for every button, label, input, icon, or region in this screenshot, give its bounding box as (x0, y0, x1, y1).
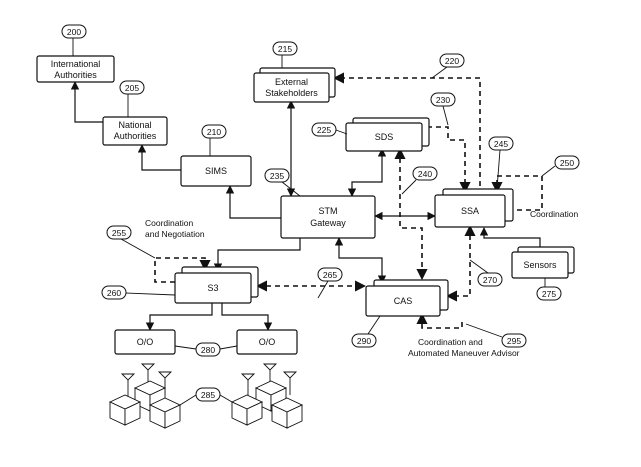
ref-205: 205 (119, 80, 145, 117)
node-label: CAS (394, 296, 413, 306)
svg-text:220: 220 (445, 56, 459, 66)
node-label: STM (319, 206, 338, 216)
svg-text:235: 235 (270, 171, 284, 181)
ref-250: 250 (541, 155, 580, 177)
node-label: Stakeholders (265, 88, 318, 98)
ref-260: 260 (101, 285, 176, 300)
node-ssa: SSA (434, 188, 514, 228)
svg-text:270: 270 (483, 275, 497, 285)
node-label: O/O (259, 337, 276, 347)
node-sims: SIMS (180, 155, 252, 187)
edge-ssa-cas (445, 224, 476, 302)
svg-text:215: 215 (278, 44, 292, 54)
svg-text:295: 295 (507, 336, 521, 346)
node-label: Sensors (523, 260, 557, 270)
satellite-group-right-icon (230, 363, 304, 429)
ref-210: 210 (201, 124, 227, 156)
node-sensors: Sensors (511, 246, 575, 279)
edge-sds-ssa (427, 126, 471, 194)
annotation-coordination-negotiation-line1: Coordination (145, 218, 193, 228)
svg-text:260: 260 (107, 288, 121, 298)
ref-240: 240 (401, 166, 438, 195)
edge-stm-sds (347, 148, 387, 197)
edge-sims-to-national (137, 144, 181, 171)
ref-235: 235 (264, 168, 301, 197)
svg-text:200: 200 (67, 27, 81, 37)
svg-text:290: 290 (357, 336, 371, 346)
node-label: National (118, 120, 151, 130)
node-cas: CAS (365, 279, 449, 317)
node-label: O/O (137, 337, 154, 347)
svg-text:280: 280 (201, 345, 215, 355)
svg-text:265: 265 (323, 270, 337, 280)
node-label: Authorities (54, 70, 97, 80)
svg-text:275: 275 (542, 289, 556, 299)
node-label: External (275, 77, 308, 87)
ref-230: 230 (430, 92, 456, 126)
edge-national-to-international (70, 81, 103, 123)
node-label: SSA (461, 206, 479, 216)
node-label: S3 (207, 283, 218, 293)
ref-270: 270 (469, 259, 503, 287)
node-national-authorities: National Authorities (102, 116, 168, 146)
svg-text:225: 225 (317, 125, 331, 135)
satellite-group-left-icon (108, 363, 182, 429)
ref-245: 245 (488, 136, 514, 190)
node-label: SDS (375, 132, 394, 142)
svg-text:250: 250 (560, 158, 574, 168)
node-label: SIMS (205, 166, 227, 176)
node-label: International (51, 59, 101, 69)
ref-215: 215 (272, 41, 298, 68)
node-s3: S3 (174, 266, 259, 304)
svg-text:210: 210 (207, 127, 221, 137)
svg-text:205: 205 (125, 83, 139, 93)
ref-275: 275 (536, 278, 562, 301)
svg-text:245: 245 (494, 139, 508, 149)
annotation-advisor-line2: Automated Maneuver Advisor (408, 348, 520, 358)
ref-295: 295 (465, 323, 527, 348)
ref-290: 290 (351, 315, 381, 348)
edge-sensors-ssa (479, 227, 541, 250)
ref-200: 200 (61, 24, 87, 56)
ref-225: 225 (311, 122, 348, 137)
edge-stm-cas (334, 237, 387, 284)
node-label: Gateway (310, 218, 346, 228)
node-external-stakeholders: External Stakeholders (253, 67, 336, 103)
svg-text:255: 255 (112, 228, 126, 238)
edge-s3-coordination-loop (154, 257, 211, 283)
ref-285: 285 (179, 387, 233, 406)
annotation-coordination: Coordination (530, 209, 578, 219)
node-oo-left: O/O (114, 329, 176, 355)
annotation-advisor-line1: Coordination and (418, 337, 483, 347)
svg-text:240: 240 (418, 169, 432, 179)
edge-stm-to-sims (225, 185, 281, 219)
svg-text:230: 230 (436, 95, 450, 105)
edge-s3-oo-right (221, 303, 273, 331)
node-stm-gateway: STM Gateway (280, 195, 376, 239)
edge-cas-advisor (416, 312, 463, 329)
ref-265: 265 (317, 267, 343, 299)
edge-sds-cas (394, 147, 428, 281)
node-label: Authorities (114, 131, 157, 141)
ref-280: 280 (174, 342, 238, 357)
node-sds: SDS (345, 117, 430, 152)
ref-220: 220 (431, 53, 465, 79)
edge-ssa-external (332, 72, 481, 195)
annotation-coordination-negotiation-line2: and Negotiation (145, 229, 205, 239)
ref-255: 255 (106, 225, 156, 259)
edge-s3-oo-left (145, 303, 213, 331)
node-international-authorities: International Authorities (36, 55, 115, 83)
node-oo-right: O/O (236, 329, 298, 355)
edge-stm-s3 (213, 238, 301, 272)
svg-text:285: 285 (201, 390, 215, 400)
